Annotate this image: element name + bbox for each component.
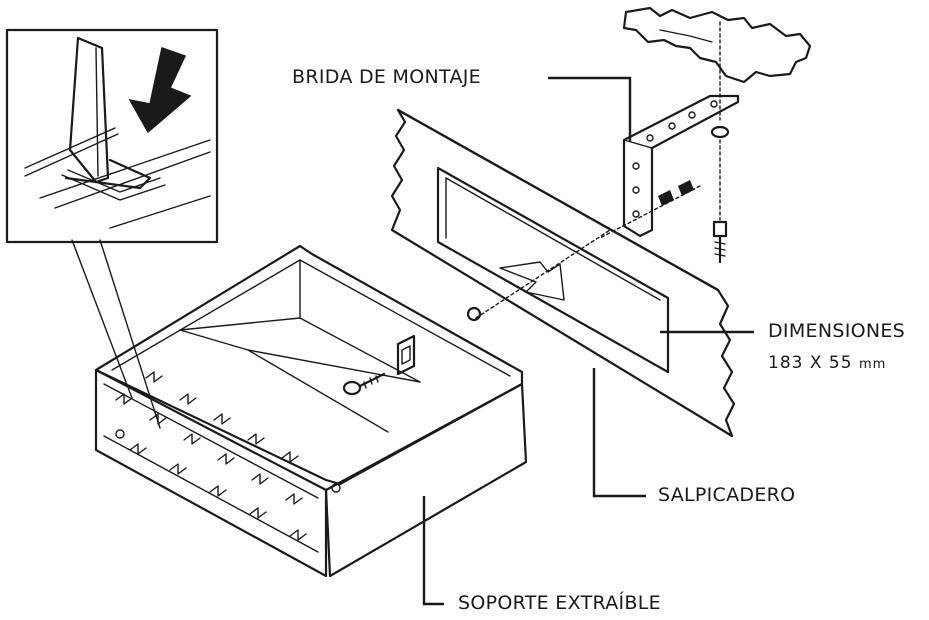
dashboard-label: SALPICADERO [658,484,796,506]
dimensions-unit: mm [858,357,887,372]
removable-support [94,244,528,578]
inset-detail [5,28,219,429]
removable-support-label: SOPORTE EXTRAÍBLE [458,592,661,614]
leader-lines [422,76,754,606]
dimensions-value: 183 X 55 mm [768,353,886,373]
dashboard-panel [390,108,736,438]
mounting-flange-assembly [599,6,812,264]
dimensions-number: 183 X 55 [768,353,853,373]
down-arrow-icon [128,47,192,134]
mounting-flange-label: BRIDA DE MONTAJE [292,66,481,88]
insert-arrow-icon [475,229,611,319]
dimensions-label: DIMENSIONES [768,320,906,342]
